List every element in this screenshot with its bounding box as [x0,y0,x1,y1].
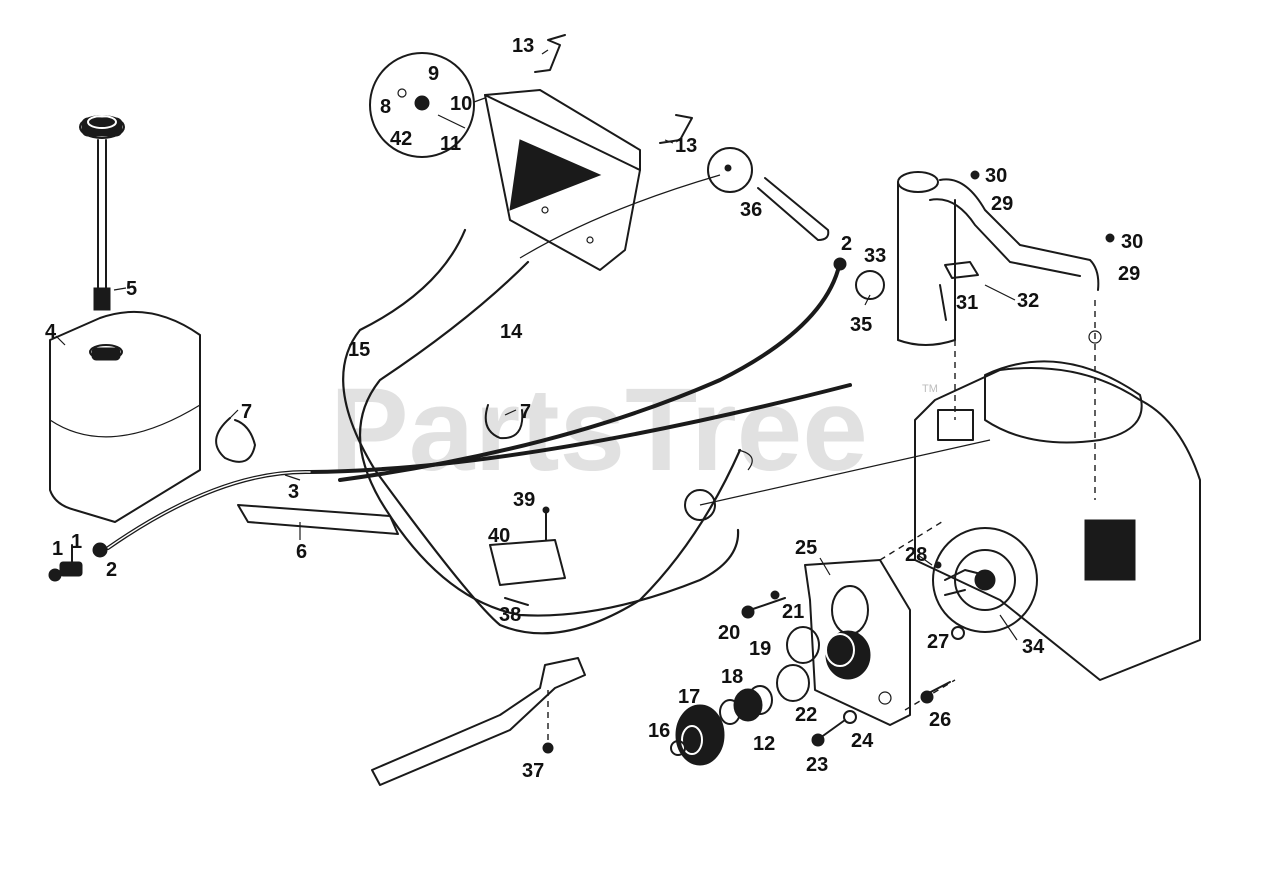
detail-circle-knob [369,52,475,158]
callout-23: 23 [806,754,828,776]
callout-6: 6 [296,541,307,563]
callout-26: 26 [929,709,951,731]
choke-cable[interactable] [358,260,740,617]
snap-ring[interactable] [670,740,686,756]
callout-42: 42 [390,128,412,150]
bearing-18[interactable] [733,688,763,722]
exhaust-flange[interactable] [944,261,979,279]
callout-14: 14 [500,321,523,343]
callout-1b: 1 [71,531,82,553]
callout-12: 12 [753,733,775,755]
callout-30-right: 30 [1121,231,1143,253]
callout-36: 36 [740,199,762,221]
detail-circle-throttle [707,147,753,193]
callout-8: 8 [380,96,391,118]
exhaust-gasket[interactable] [855,270,885,300]
callout-30-top: 30 [985,165,1007,187]
callout-17: 17 [678,686,700,708]
oring-22[interactable] [776,664,810,702]
control-panel[interactable] [484,89,641,271]
throttle-cable[interactable] [342,228,742,635]
washer-24[interactable] [843,710,857,724]
bolt-20[interactable] [749,597,786,611]
callout-27: 27 [927,631,949,653]
callout-21: 21 [782,601,804,623]
muffler[interactable] [897,171,956,346]
callout-20: 20 [718,622,740,644]
gear-case[interactable] [804,559,911,726]
watermark-text: PartsTree [330,364,868,496]
engine[interactable] [684,360,1201,681]
callout-2-top: 2 [841,233,852,255]
callout-11: 11 [440,133,461,155]
callout-2: 2 [106,559,117,581]
callout-29-top: 29 [991,193,1013,215]
screw-38[interactable] [504,597,529,606]
callout-32: 32 [1017,290,1039,312]
callout-22: 22 [795,704,817,726]
callout-13-top: 13 [512,35,534,57]
callout-40: 40 [488,525,510,547]
callout-7-center: 7 [520,401,531,423]
callout-4: 4 [45,321,57,343]
watermark-trademark: TM [922,383,938,395]
callout-29-right: 29 [1118,263,1140,285]
throttle-lever-top[interactable] [534,34,566,73]
washer-18[interactable] [719,699,741,725]
callout-37: 37 [522,760,544,782]
callout-34: 34 [1022,636,1045,658]
callout-38: 38 [499,604,521,626]
callout-15: 15 [348,339,370,361]
exhaust-bolt[interactable] [939,284,947,321]
callout-7-left: 7 [241,401,252,423]
hose-clamp-left[interactable] [215,417,256,463]
callout-1: 1 [52,538,63,560]
drive-gear[interactable] [675,704,725,766]
nut-27[interactable] [951,626,965,640]
callout-18: 18 [721,666,743,688]
callout-5: 5 [126,278,137,300]
hose-clamp-center[interactable] [484,404,524,440]
bolt-23[interactable] [819,719,846,739]
tank-strap[interactable] [237,504,399,535]
callout-19: 19 [749,638,771,660]
callout-35: 35 [850,314,872,336]
exhaust-pipe[interactable] [939,178,1100,291]
mounting-bracket[interactable] [371,657,586,786]
switch-plate[interactable] [489,539,566,586]
fuel-gauge-cap[interactable] [79,115,125,311]
callout-3: 3 [288,481,299,503]
fuel-tank[interactable] [49,310,201,523]
callout-28: 28 [905,544,927,566]
callout-39: 39 [513,489,535,511]
air-intake-tube[interactable] [757,177,830,241]
callout-16: 16 [648,720,670,742]
shutoff-valve[interactable] [48,542,108,582]
callout-9: 9 [428,63,439,85]
callout-33: 33 [864,245,886,267]
fuel-hose-upper[interactable] [338,268,840,482]
callout-25: 25 [795,537,817,559]
callout-13-mid: 13 [675,135,697,157]
crankshaft[interactable] [944,569,986,596]
callout-10: 10 [450,93,472,115]
oring-19[interactable] [786,626,820,664]
callout-31: 31 [956,292,978,314]
callout-24: 24 [851,730,874,752]
